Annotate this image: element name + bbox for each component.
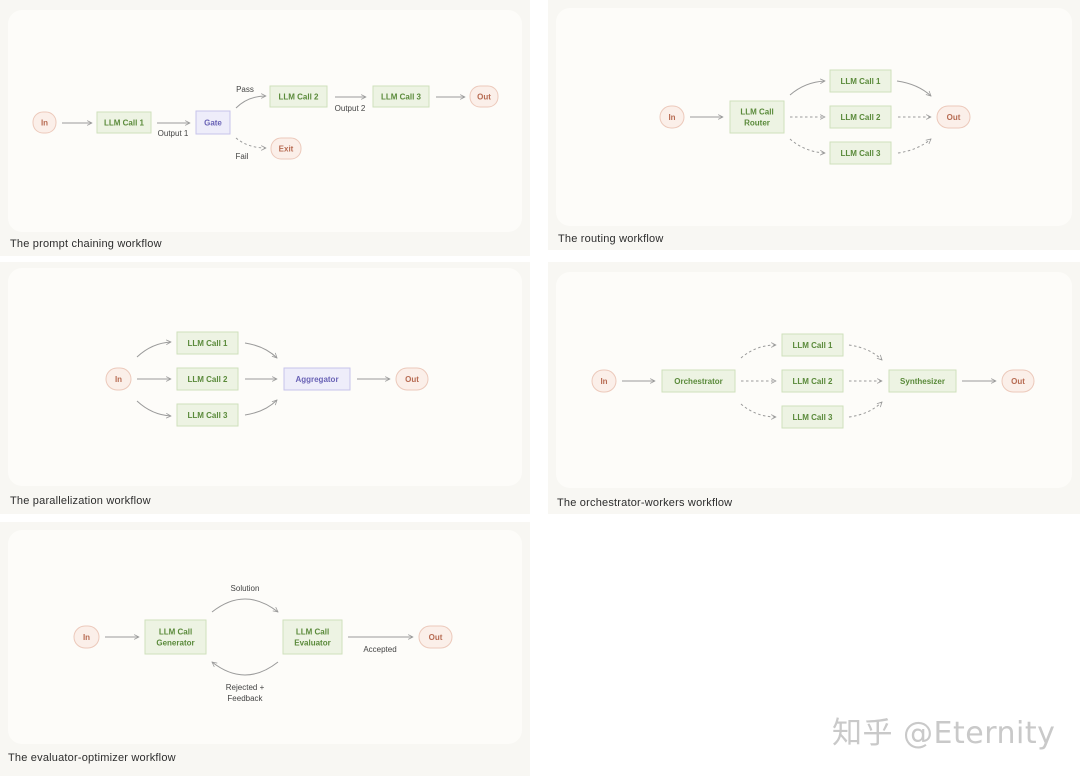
svg-text:In: In [41,119,48,128]
label-pass: Pass [236,85,254,94]
orchestrator-diagram: In Orchestrator LLM Call 1 LLM Call 2 LL… [591,333,1035,429]
svg-text:In: In [600,377,607,386]
svg-text:Out: Out [429,633,443,642]
svg-text:LLM Call 2: LLM Call 2 [792,377,833,386]
node-llm-call-router: LLM Call Router [729,100,785,134]
node-llm-call-1: LLM Call 1 [96,111,152,134]
panel-chaining [8,10,522,232]
svg-text:LLM Call 1: LLM Call 1 [104,119,145,128]
svg-text:LLM Call 2: LLM Call 2 [187,375,228,384]
node-llm-call-1: LLM Call 1 [829,69,892,93]
svg-text:Router: Router [744,119,770,128]
svg-text:LLM Call 2: LLM Call 2 [278,93,319,102]
routing-diagram: In LLM Call Router LLM Call 1 LLM Call 2… [659,69,971,165]
svg-text:LLM Call 3: LLM Call 3 [840,149,881,158]
node-llm-call-3: LLM Call 3 [781,405,844,429]
parallel-diagram: In LLM Call 1 LLM Call 2 LLM Call 3 Aggr… [105,331,429,427]
node-out: Out [418,625,453,649]
node-llm-call-2: LLM Call 2 [829,105,892,129]
node-out: Out [469,85,499,108]
label-output-2: Output 2 [335,104,366,113]
svg-text:Exit: Exit [279,145,294,154]
node-llm-call-2: LLM Call 2 [781,369,844,393]
node-llm-call-3: LLM Call 3 [829,141,892,165]
node-exit: Exit [270,137,302,160]
svg-text:LLM Call 3: LLM Call 3 [187,411,228,420]
node-llm-call-3: LLM Call 3 [176,403,239,427]
caption-evaluator: The evaluator-optimizer workflow [8,752,176,764]
node-aggregator: Aggregator [283,367,351,391]
node-in: In [591,369,617,393]
watermark: 知乎 @Eternity [832,716,1056,751]
label-feedback: Feedback [227,694,263,703]
node-gate: Gate [195,110,231,135]
node-llm-call-evaluator: LLM Call Evaluator [282,619,343,655]
svg-text:LLM Call: LLM Call [159,628,192,637]
node-llm-call-1: LLM Call 1 [781,333,844,357]
node-in: In [105,367,132,391]
node-llm-call-generator: LLM Call Generator [144,619,207,655]
node-llm-call-3: LLM Call 3 [372,85,430,108]
svg-text:LLM Call 2: LLM Call 2 [840,113,881,122]
chaining-diagram: In LLM Call 1 Gate LLM Call 2 LLM Call 3… [32,85,499,161]
svg-text:Out: Out [477,93,491,102]
node-in: In [32,111,57,134]
node-in: In [73,625,100,649]
svg-text:In: In [668,113,675,122]
caption-chaining: The prompt chaining workflow [10,238,162,250]
svg-text:Evaluator: Evaluator [294,639,330,648]
caption-routing: The routing workflow [558,233,664,245]
svg-text:LLM Call: LLM Call [740,108,773,117]
svg-text:LLM Call 1: LLM Call 1 [840,77,881,86]
label-output-1: Output 1 [158,129,189,138]
evaluator-diagram: In LLM Call Generator LLM Call Evaluator… [73,584,453,703]
label-accepted: Accepted [363,645,396,654]
node-llm-call-1: LLM Call 1 [176,331,239,355]
svg-text:Synthesizer: Synthesizer [900,377,945,386]
svg-text:LLM Call 3: LLM Call 3 [792,413,833,422]
svg-text:Orchestrator: Orchestrator [674,377,722,386]
svg-text:Aggregator: Aggregator [295,375,338,384]
caption-orchestrator: The orchestrator-workers workflow [557,497,733,509]
svg-text:Out: Out [405,375,419,384]
svg-text:LLM Call 1: LLM Call 1 [187,339,228,348]
svg-text:Generator: Generator [156,639,194,648]
svg-text:LLM Call: LLM Call [296,628,329,637]
node-in: In [659,105,685,129]
node-out: Out [395,367,429,391]
svg-text:LLM Call 3: LLM Call 3 [381,93,422,102]
node-out: Out [936,105,971,129]
node-out: Out [1001,369,1035,393]
svg-text:In: In [115,375,122,384]
node-synthesizer: Synthesizer [888,369,957,393]
node-llm-call-2: LLM Call 2 [176,367,239,391]
svg-text:Out: Out [1011,377,1025,386]
svg-text:In: In [83,633,90,642]
panel-routing [556,8,1072,226]
panel-parallel [8,268,522,486]
svg-text:Out: Out [947,113,961,122]
label-solution: Solution [231,584,260,593]
node-orchestrator: Orchestrator [661,369,736,393]
label-rejected: Rejected + [226,683,265,692]
label-fail: Fail [236,152,249,161]
node-llm-call-2: LLM Call 2 [269,85,328,108]
svg-text:Gate: Gate [204,119,222,128]
svg-text:LLM Call 1: LLM Call 1 [792,341,833,350]
caption-parallel: The parallelization workflow [10,495,151,507]
